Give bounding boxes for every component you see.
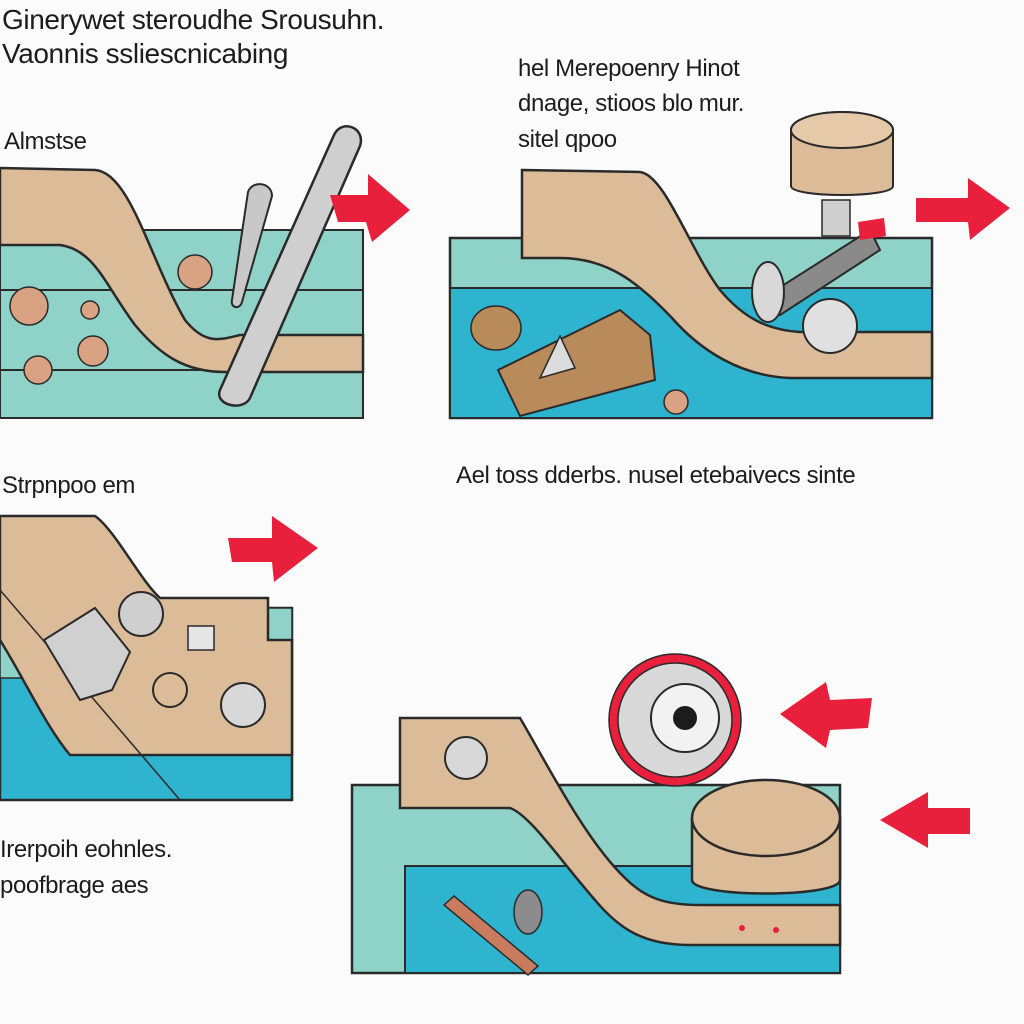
stone-shard [538, 334, 577, 380]
panel-middle-left-label: Strpnpoo em [2, 472, 136, 499]
red-marker [858, 218, 886, 240]
panel-top-right-caption-line-1: hel Merepoenry Hinot [518, 55, 740, 82]
red-arrow-right [228, 516, 318, 582]
panel-top-right-illustration [448, 111, 1010, 420]
pebble [23, 355, 53, 385]
stone [118, 591, 164, 637]
water-layer-bottom [0, 369, 364, 419]
pebble [663, 389, 689, 415]
pebble [177, 254, 213, 290]
panel-top-left-label: Almstse [4, 128, 87, 155]
pebble [77, 335, 109, 367]
drill-head-top [690, 778, 842, 858]
hole [220, 682, 266, 728]
panel-bottom-left-caption-line-1: Irerpoih eohnles. [0, 836, 172, 863]
walnut [470, 305, 522, 351]
panel-middle-right-caption: Ael toss dderbs. nusel etebaivecs sinte [456, 462, 856, 489]
chisel-block [42, 606, 132, 702]
panel-top-right-caption-line-3: sitel qpoo [518, 126, 617, 153]
drill-head-top-face [790, 111, 894, 149]
stone-ball [802, 298, 858, 354]
panel-top-right-caption-line-2: dnage, stioos blo mur. [518, 90, 745, 117]
header-title-line-2: Vaonnis ssliescnicabing [2, 38, 289, 69]
pebble [9, 286, 49, 326]
red-arrow-left [880, 792, 970, 848]
large-chisel-tool [218, 125, 363, 407]
magnifier-hole [673, 706, 697, 730]
panel-bottom-right-illustration [350, 653, 970, 976]
header-title-line-1: Ginerywet steroudhe Srousuhn. [2, 4, 385, 35]
wood-block [496, 308, 657, 418]
hole [444, 736, 488, 780]
small-chisel-tool [230, 183, 274, 308]
wood-strip [398, 716, 842, 947]
small-stone [187, 625, 215, 651]
panel-bottom-left-caption-line-2: poofbrage aes [0, 872, 149, 899]
red-arrow-right [916, 178, 1010, 240]
dot [739, 925, 745, 931]
wood-strip [520, 168, 934, 380]
drill-shaft [821, 199, 851, 237]
drill-tip [751, 261, 785, 323]
panel-middle-left-illustration [0, 514, 318, 802]
panel-top-left-illustration [0, 125, 410, 419]
red-arrow-right [330, 174, 410, 242]
hole [152, 672, 188, 708]
pencil [442, 895, 540, 976]
dot [773, 927, 779, 933]
pebble [80, 300, 100, 320]
wood-strip [0, 166, 365, 374]
stone-shard [513, 889, 543, 935]
red-arrow-left [780, 682, 872, 748]
